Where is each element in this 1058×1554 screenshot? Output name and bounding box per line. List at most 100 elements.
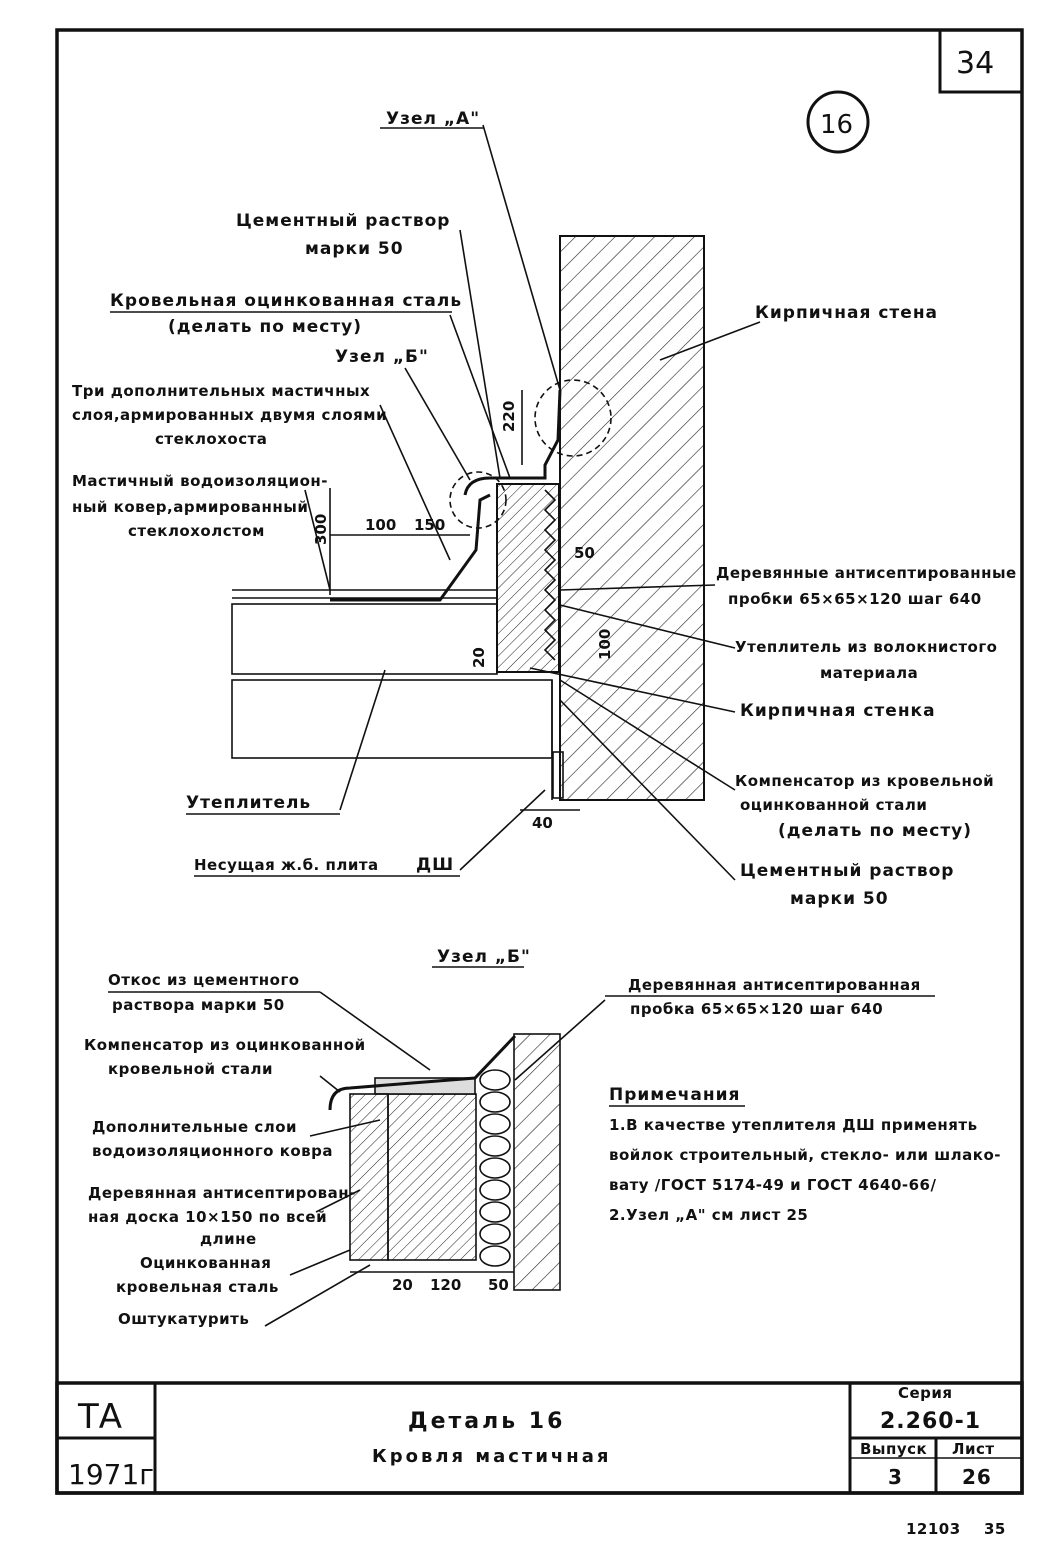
label-compensator-1: Компенсатор из кровельной <box>735 772 994 790</box>
issue-number: 3 <box>888 1465 903 1489</box>
dim-220: 220 <box>500 401 518 432</box>
dim-100: 100 <box>365 516 396 534</box>
label-roof-steel-1: Кровельная оцинкованная сталь <box>110 291 462 311</box>
detail-number: 16 <box>820 110 853 140</box>
leader-three-layers <box>379 404 451 561</box>
leader-wood-plug <box>514 999 606 1081</box>
leader-steel-1 <box>449 314 511 479</box>
roof-slab <box>231 603 498 675</box>
label-slope-1: Откос из цементного <box>108 971 300 989</box>
title-year: 1971г <box>68 1458 154 1491</box>
brick-wall <box>559 235 705 801</box>
label-cement-mortar-2: Цементный раствор <box>740 861 954 881</box>
page-number-box <box>938 28 1024 94</box>
label-plaster: Оштукатурить <box>118 1310 249 1328</box>
uzel-b-circle <box>449 471 507 529</box>
sheet-number: 26 <box>962 1465 992 1489</box>
sheet-label: Лист <box>952 1440 995 1458</box>
label-galv-1: Оцинкованная <box>140 1254 271 1272</box>
leader-slope <box>319 991 431 1071</box>
label-board-1: Деревянная антисептирован- <box>88 1184 356 1202</box>
title-sub: Кровля мастичная <box>372 1446 611 1467</box>
label-add-layers-1: Дополнительные слои <box>92 1118 297 1136</box>
label-mastic-carpet-3: стеклохолстом <box>128 522 265 540</box>
fiber-insulation <box>543 489 557 661</box>
label-slab: Несущая ж.б. плита <box>194 856 379 874</box>
label-three-layers-1: Три дополнительных мастичных <box>72 382 370 400</box>
label-board-3: длине <box>200 1230 257 1248</box>
leader-add-layers <box>309 1119 381 1137</box>
lower-insulation-coils <box>479 1069 511 1267</box>
label-compensator-3: (делать по месту) <box>778 821 972 841</box>
leader-plaster <box>264 1264 371 1327</box>
uzel-a-circle <box>534 379 612 457</box>
title-block <box>55 1381 1024 1495</box>
title-org: ТА <box>77 1397 122 1437</box>
detail-circle <box>806 90 870 154</box>
label-three-layers-3: стеклохоста <box>155 430 267 448</box>
leader-cement-2 <box>559 699 736 881</box>
label-wood-plugs-1: Деревянные антисептированные <box>716 564 1017 582</box>
label-wood-plugs-2: пробки 65×65×120 шаг 640 <box>728 590 982 608</box>
leader-galv <box>289 1249 351 1276</box>
lower-board <box>349 1093 389 1261</box>
slab-lower <box>231 679 553 759</box>
foot-right: 35 <box>984 1520 1006 1538</box>
leader-dsh <box>459 789 546 871</box>
dim-100b: 100 <box>596 629 614 660</box>
label-wood-plug-2: пробка 65×65×120 шаг 640 <box>630 1000 883 1018</box>
roof-flashing <box>463 389 562 496</box>
label-dsh: ДШ <box>416 855 454 875</box>
leader-mastic <box>304 489 331 591</box>
label-insul-fiber-1: Утеплитель из волокнистого <box>735 638 997 656</box>
label-cement-mortar-1: Цементный раствор <box>236 211 450 231</box>
mastic-layers <box>330 493 491 602</box>
leader-uzel-a <box>482 124 561 391</box>
notes-heading: Примечания <box>609 1085 740 1105</box>
label-uzel-b: Узел „Б" <box>335 347 429 367</box>
leader-brick-1 <box>659 321 761 361</box>
label-wood-plug-1: Деревянная антисептированная <box>628 976 921 994</box>
label-mastic-carpet-2: ный ковер,армированный <box>72 498 308 516</box>
label-board-2: ная доска 10×150 по всей <box>88 1208 327 1226</box>
leader-comp <box>319 1075 341 1093</box>
compensator <box>552 751 564 799</box>
leader-insulation <box>339 669 386 811</box>
notes-line-1: 1.В качестве утеплителя ДШ применять <box>609 1116 978 1134</box>
dim-40: 40 <box>532 814 553 832</box>
notes-line-4: 2.Узел „А" см лист 25 <box>609 1206 808 1224</box>
dim-150: 150 <box>414 516 445 534</box>
lower-dim-120: 120 <box>430 1276 461 1294</box>
notes-line-3: вату /ГОСТ 5174-49 и ГОСТ 4640-66/ <box>609 1176 936 1194</box>
label-insul-fiber-2: материала <box>820 664 918 682</box>
leader-uzel-b <box>404 367 471 481</box>
leader-compensator <box>559 679 736 791</box>
label-cement-mortar-1b: марки 50 <box>305 239 404 259</box>
series-number: 2.260-1 <box>880 1409 981 1434</box>
label-compensator-2: оцинкованной стали <box>740 796 927 814</box>
leader-cement-1 <box>459 229 501 479</box>
dim-20: 20 <box>470 647 488 668</box>
issue-label: Выпуск <box>860 1440 927 1458</box>
label-roof-steel-1b: (делать по месту) <box>168 317 362 337</box>
series-label: Серия <box>898 1384 953 1402</box>
page-number: 34 <box>956 46 994 81</box>
label-insulation: Утеплитель <box>186 793 311 813</box>
lower-title: Узел „Б" <box>437 947 531 967</box>
label-three-layers-2: слоя,армированных двумя слоями <box>72 406 387 424</box>
label-comp-2: кровельной стали <box>108 1060 273 1078</box>
leader-brick-2 <box>529 667 736 713</box>
brick-stack <box>496 483 560 673</box>
leader-plugs <box>559 584 716 591</box>
label-add-layers-2: водоизоляционного ковра <box>92 1142 333 1160</box>
label-slope-2: раствора марки 50 <box>112 996 285 1014</box>
notes-line-2: войлок строительный, стекло- или шлако- <box>609 1146 1001 1164</box>
label-brick-wall-1: Кирпичная стена <box>755 303 938 323</box>
label-comp-1: Компенсатор из оцинкованной <box>84 1036 366 1054</box>
title-main: Деталь 16 <box>408 1409 565 1434</box>
lower-dim-50: 50 <box>488 1276 509 1294</box>
label-brick-wall-2: Кирпичная стенка <box>740 701 936 721</box>
leader-fiber <box>559 604 736 649</box>
label-uzel-a: Узел „А" <box>386 109 480 129</box>
